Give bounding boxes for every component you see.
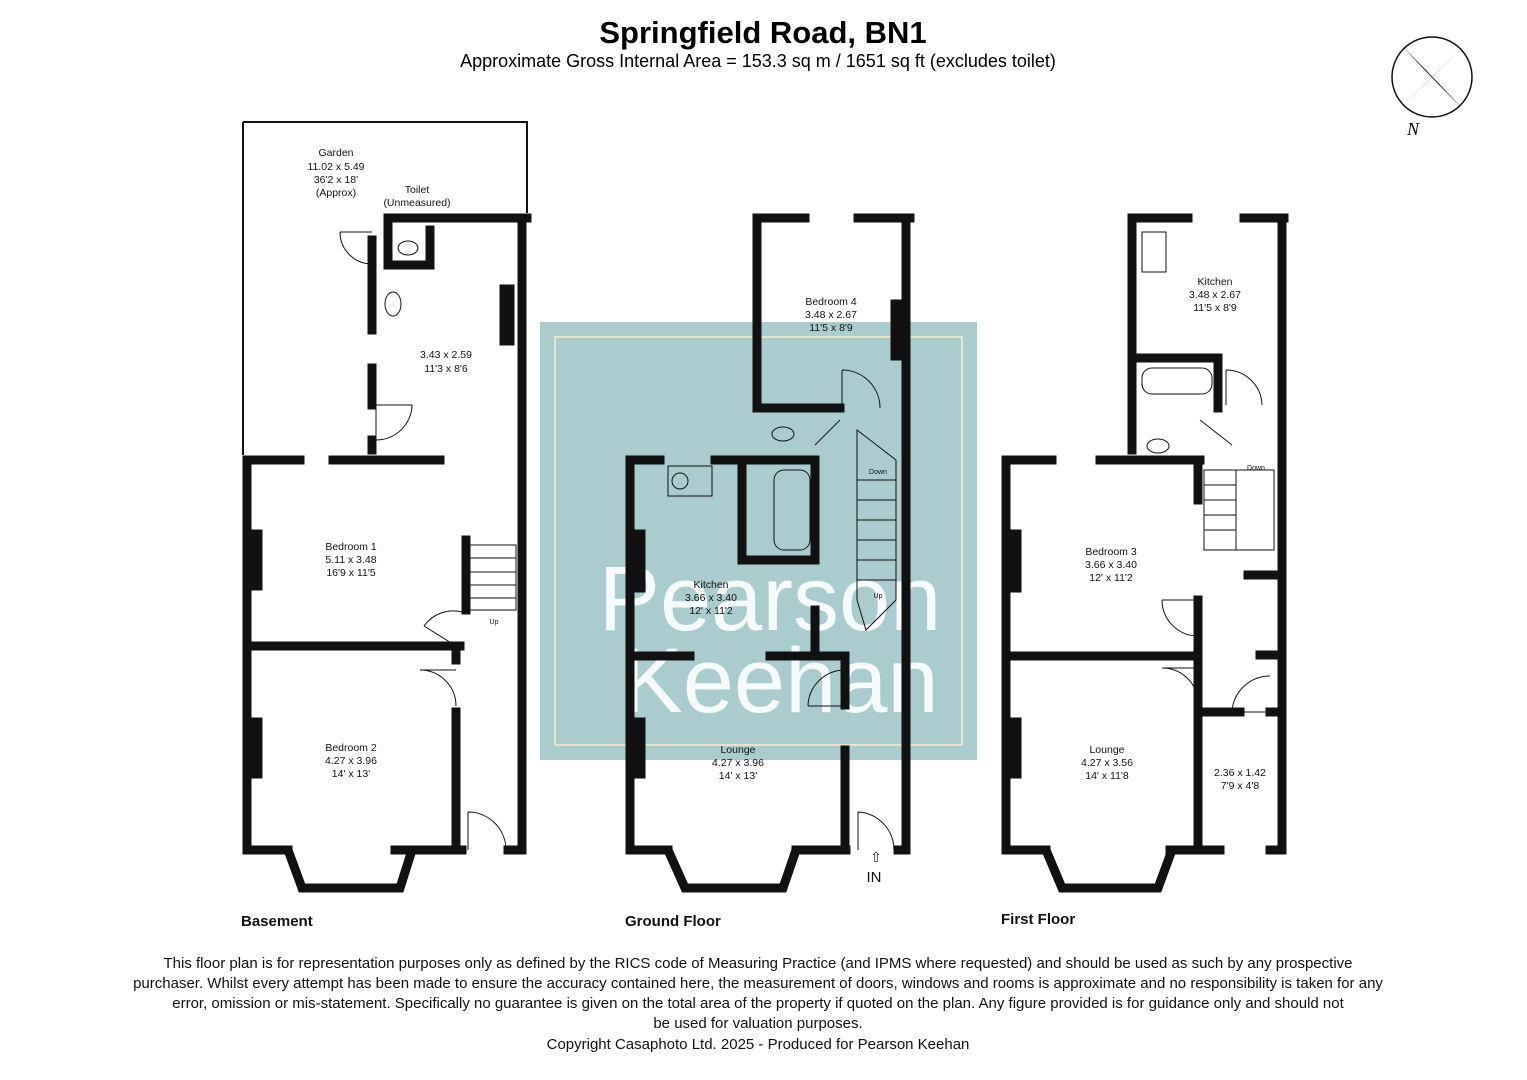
first-lounge-name: Lounge — [1089, 744, 1124, 756]
bedroom1-metric: 5.11 x 3.48 — [325, 554, 376, 566]
first-floor-plan — [1001, 213, 1289, 893]
bedroom1-name: Bedroom 1 — [325, 541, 377, 553]
ground-kitchen-metric: 3.66 x 3.40 — [685, 592, 737, 604]
north-label: N — [1406, 119, 1420, 139]
ground-lounge-metric: 4.27 x 3.96 — [712, 757, 764, 769]
ground-floor-labels: Bedroom 4 3.48 x 2.67 11'5 x 8'9 Kitchen… — [625, 296, 887, 930]
basement-room-metric: 3.43 x 2.59 — [420, 349, 472, 361]
bedroom3-imperial: 12' x 11'2 — [1089, 572, 1133, 584]
first-room-imperial: 7'9 x 4'8 — [1221, 780, 1260, 792]
ground-floor-plan — [625, 213, 915, 893]
first-kitchen-name: Kitchen — [1197, 276, 1232, 288]
first-kitchen-metric: 3.48 x 2.67 — [1189, 289, 1241, 301]
garden-name: Garden — [318, 147, 353, 159]
toilet-note: (Unmeasured) — [383, 197, 450, 209]
basement-labels: Garden 11.02 x 5.49 36'2 x 18' (Approx) … — [241, 147, 499, 930]
disclaimer-line2: purchaser. Whilst every attempt has been… — [133, 975, 1383, 992]
first-room-metric: 2.36 x 1.42 — [1214, 767, 1266, 779]
toilet-name: Toilet — [405, 184, 430, 196]
first-lounge-metric: 4.27 x 3.56 — [1081, 757, 1133, 769]
disclaimer-line4: be used for valuation purposes. — [653, 1015, 862, 1032]
basement-plan — [242, 121, 532, 893]
first-floor-labels: Kitchen 3.48 x 2.67 11'5 x 8'9 Bedroom 3… — [1001, 276, 1266, 928]
bedroom1-imperial: 16'9 x 11'5 — [326, 567, 376, 579]
bedroom4-name: Bedroom 4 — [805, 296, 857, 308]
first-kitchen-imperial: 11'5 x 8'9 — [1193, 302, 1237, 314]
disclaimer-line3: error, omission or mis-statement. Specif… — [172, 995, 1344, 1012]
ground-kitchen-imperial: 12' x 11'2 — [689, 605, 733, 617]
basement-room-imperial: 11'3 x 8'6 — [424, 363, 468, 375]
ground-kitchen-name: Kitchen — [693, 579, 728, 591]
ground-stairs-down-label: Down — [869, 469, 887, 476]
bedroom4-imperial: 11'5 x 8'9 — [809, 322, 853, 334]
page-title: Springfield Road, BN1 — [599, 15, 926, 50]
watermark-line1: Pearson — [599, 548, 942, 650]
first-lounge-imperial: 14' x 11'8 — [1085, 770, 1129, 782]
ground-stairs-up-label: Up — [874, 593, 883, 600]
disclaimer: This floor plan is for representation pu… — [133, 955, 1383, 1053]
first-floor-label: First Floor — [1001, 911, 1075, 928]
basement-stairs-label: Up — [490, 619, 499, 626]
page-subtitle: Approximate Gross Internal Area = 153.3 … — [460, 51, 1056, 71]
garden-metric: 11.02 x 5.49 — [307, 161, 364, 173]
bedroom3-name: Bedroom 3 — [1085, 546, 1137, 558]
basement-floor-label: Basement — [241, 913, 313, 930]
first-stairs-down-label: Down — [1247, 465, 1265, 472]
garden-note: (Approx) — [316, 187, 356, 199]
copyright: Copyright Casaphoto Ltd. 2025 - Produced… — [547, 1036, 970, 1053]
garden-imperial: 36'2 x 18' — [314, 174, 358, 186]
bedroom2-metric: 4.27 x 3.96 — [325, 755, 377, 767]
disclaimer-line1: This floor plan is for representation pu… — [164, 955, 1353, 972]
bedroom3-metric: 3.66 x 3.40 — [1085, 559, 1137, 571]
entrance-label: IN — [867, 869, 882, 886]
ground-lounge-imperial: 14' x 13' — [719, 770, 757, 782]
north-arrow-compass-icon: N — [1391, 36, 1473, 139]
watermark-line2: Keehan — [621, 630, 938, 732]
bedroom2-imperial: 14' x 13' — [332, 768, 370, 780]
bedroom4-metric: 3.48 x 2.67 — [805, 309, 857, 321]
ground-floor-label: Ground Floor — [625, 913, 721, 930]
ground-lounge-name: Lounge — [720, 744, 755, 756]
entrance-arrow-icon: ⇧ — [870, 849, 882, 865]
bedroom2-name: Bedroom 2 — [325, 742, 377, 754]
